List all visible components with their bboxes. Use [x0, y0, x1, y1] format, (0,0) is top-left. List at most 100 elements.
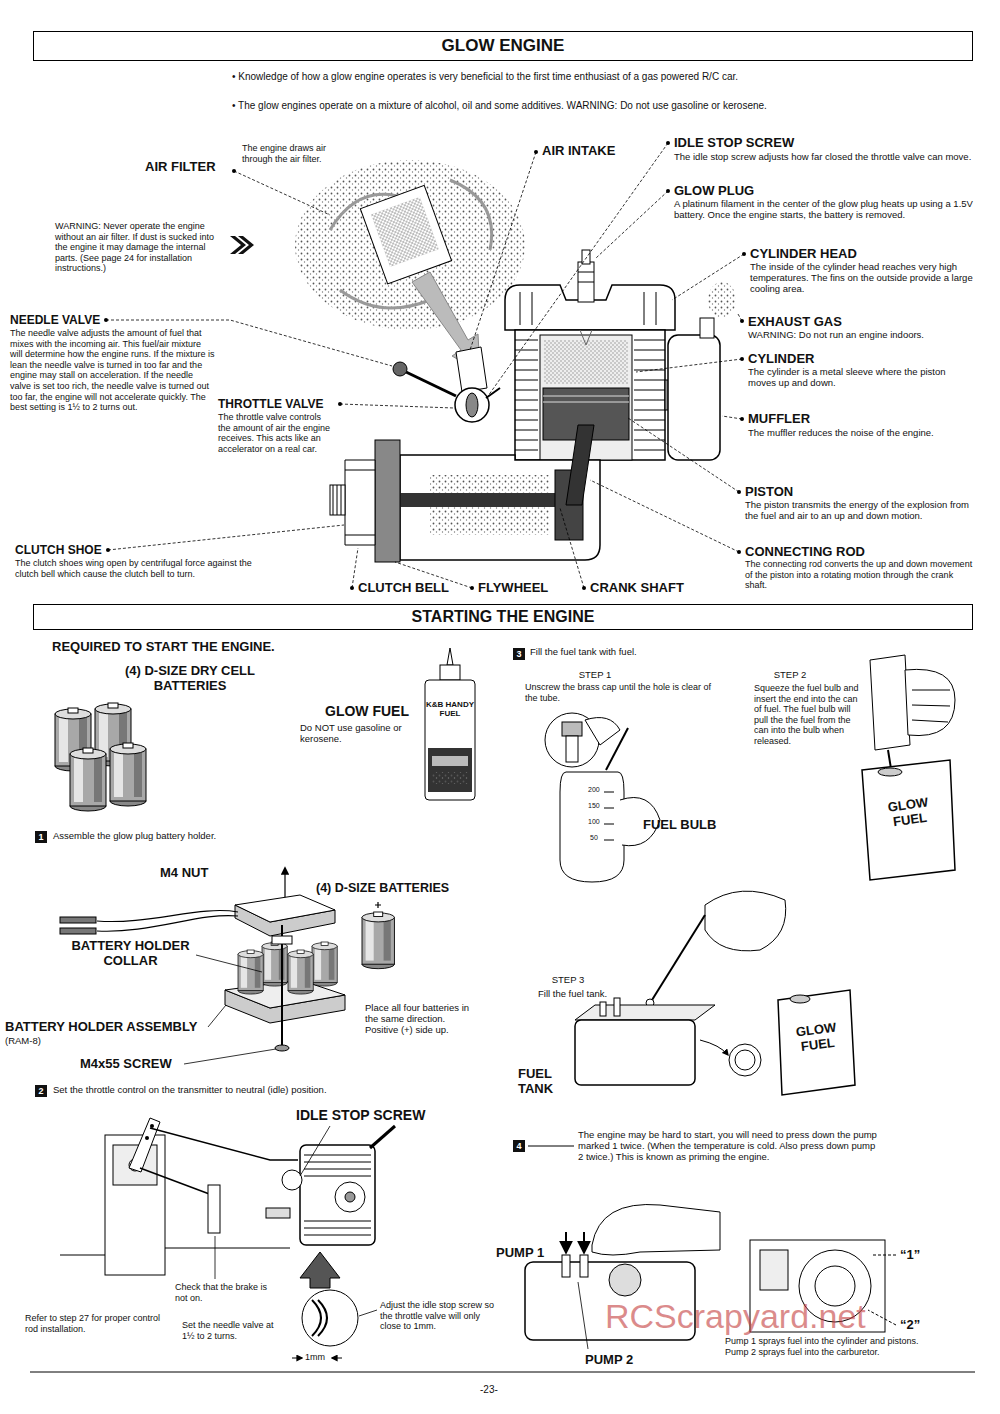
flywheel: [375, 440, 400, 562]
leader-line: [636, 359, 742, 372]
part-name: CYLINDER: [748, 351, 814, 366]
glow-plug: [578, 272, 594, 282]
leader-line: [184, 1049, 276, 1064]
servo-linkage: [140, 1168, 212, 1195]
fuel-tank-fill: [729, 1044, 761, 1076]
leader-line: [672, 254, 744, 300]
leader-line: [722, 416, 742, 419]
part-name: PISTON: [745, 484, 793, 499]
note-text: Fill the fuel tank with fuel.: [530, 646, 637, 657]
leader-line: [628, 418, 739, 492]
priming: [609, 1264, 641, 1296]
fuel-bottle: [432, 772, 468, 784]
glow-plug: [578, 262, 594, 302]
flywheel: [375, 440, 400, 562]
part-name: FLYWHEEL: [478, 580, 548, 595]
air-filter: [330, 180, 492, 308]
leader-line: [590, 480, 739, 552]
page-rule: [30, 1372, 975, 1373]
part-name: FUEL BULB: [643, 817, 716, 832]
priming: [525, 1146, 896, 1349]
fuel-bottle: [440, 665, 460, 680]
leader-dot: [742, 252, 746, 256]
hand-bulb-can: [862, 655, 955, 880]
engine: [300, 1145, 375, 1245]
part-name: PUMP 2: [585, 1352, 633, 1367]
leader-line: [108, 525, 344, 550]
leader-line: [488, 143, 668, 396]
hand-bulb-can: [912, 690, 950, 722]
part-name: BATTERY HOLDER ASSEMBLY: [5, 1019, 197, 1034]
note-text: STEP 3: [543, 974, 593, 985]
clutch-bell: [330, 485, 345, 515]
priming: [583, 1232, 585, 1252]
leader-line: [208, 1005, 226, 1027]
fuel-bottle: [447, 648, 453, 665]
air-filter: [371, 197, 439, 267]
leader-dot: [666, 189, 670, 193]
carburetor: [393, 347, 500, 422]
crankcase: [400, 455, 600, 560]
clutch-bell: [345, 460, 375, 545]
priming: [592, 1205, 720, 1256]
air-filter: [360, 185, 451, 283]
note-text: -23-: [480, 1384, 498, 1396]
priming: [528, 1146, 574, 1147]
servo-linkage: [129, 1118, 160, 1172]
note-text: (RAM-8): [5, 1035, 41, 1046]
note-text: Check that the brake is not on.: [175, 1282, 275, 1303]
servo-linkage: [145, 1136, 149, 1140]
fuel-tank-fill: [705, 891, 786, 951]
fuel-tank-fill: [575, 891, 855, 1095]
detail-circle: [292, 1290, 358, 1358]
part-name: (4) D-SIZE BATTERIES: [316, 881, 449, 896]
watermark: RCScrapyard.net: [605, 1296, 866, 1336]
battery-holder: [362, 912, 394, 969]
leader-line: [596, 191, 668, 258]
battery-holder: [97, 916, 238, 932]
note-text: Set the throttle control on the transmit…: [53, 1084, 327, 1095]
note-text: Assemble the glow plug battery holder.: [53, 830, 216, 841]
fuel-bulb: [604, 792, 614, 840]
note-text: Pump 1 sprays fuel into the cylinder and…: [725, 1336, 940, 1357]
note-text: 100: [588, 818, 600, 826]
carburetor: [456, 347, 487, 392]
leader-dot: [666, 141, 670, 145]
detail-circle: [302, 1290, 358, 1346]
note-text: The idle stop screw adjusts how far clos…: [674, 151, 974, 162]
note-text: 1mm: [305, 1352, 325, 1363]
priming: [872, 1255, 896, 1256]
part-name: NEEDLE VALVE: [10, 313, 100, 327]
leader-dot: [350, 586, 354, 590]
priming: [868, 1310, 896, 1325]
carburetor: [466, 393, 478, 417]
engine: [304, 1155, 371, 1235]
muffler: [665, 282, 736, 460]
leader-line: [359, 1310, 377, 1316]
leader-dot: [470, 586, 474, 590]
part-name: CLUTCH BELL: [358, 580, 449, 595]
warning-icon: [238, 236, 254, 254]
node-text: 2: [38, 1087, 43, 1096]
air-filter: [295, 160, 525, 330]
note-text: The connecting rod converts the up and d…: [745, 559, 973, 591]
fuel-bottle: [432, 756, 468, 766]
hand-bulb-can: [878, 768, 902, 776]
leader-dot: [534, 150, 538, 154]
note-text: Do NOT use gasoline or kerosene.: [300, 722, 415, 744]
leader-line: [470, 152, 536, 350]
battery-holder: [312, 942, 337, 986]
leader-line: [234, 171, 330, 215]
part-name: IDLE STOP SCREW: [674, 135, 794, 150]
detail-circle: [332, 1358, 342, 1359]
engine: [300, 1252, 340, 1288]
d-cell-batteries: [70, 748, 106, 811]
part-name: M4 NUT: [160, 865, 208, 880]
battery-holder: [262, 942, 287, 986]
node-text: 4: [516, 1142, 521, 1151]
note-text: WARNING: Never operate the engine withou…: [55, 221, 223, 274]
part-name: CLUTCH SHOE: [15, 543, 102, 557]
leader-line: [560, 508, 584, 588]
step-number: 2: [35, 1085, 47, 1097]
leader-line: [352, 548, 358, 588]
